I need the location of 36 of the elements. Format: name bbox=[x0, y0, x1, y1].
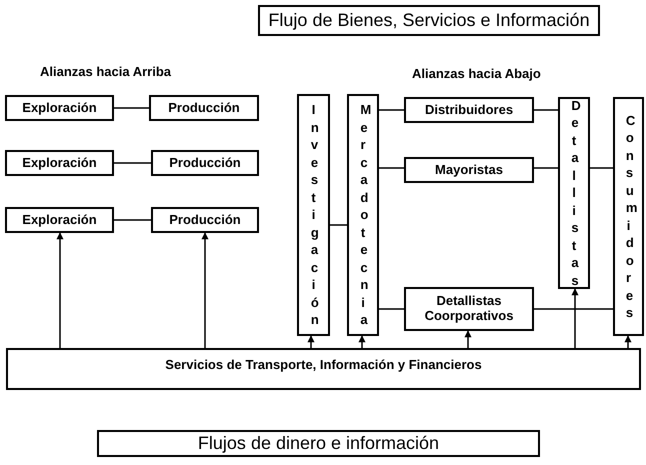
title-box: Flujo de Bienes, Servicios e Información bbox=[258, 5, 600, 36]
connector-line bbox=[534, 308, 613, 310]
section-heading: Alianzas hacia Arriba bbox=[40, 64, 172, 79]
connector-line bbox=[330, 224, 347, 226]
connector-line bbox=[379, 167, 404, 169]
process-box: Exploración bbox=[5, 150, 114, 176]
process-box: Detallistas Coorporativos bbox=[404, 287, 534, 331]
vertical-box: Mercadotecnia bbox=[347, 94, 379, 336]
connector-line bbox=[114, 162, 151, 164]
arrow bbox=[464, 330, 472, 348]
vertical-box: Detallistas bbox=[558, 97, 590, 289]
process-box: Producción bbox=[151, 207, 259, 233]
process-box: Mayoristas bbox=[404, 157, 534, 183]
vertical-box: Consumidores bbox=[613, 97, 644, 336]
connector-line bbox=[379, 308, 404, 310]
arrow bbox=[624, 335, 632, 348]
arrow bbox=[572, 288, 578, 348]
connector-line bbox=[114, 107, 149, 109]
section-heading: Alianzas hacia Abajo bbox=[412, 66, 541, 81]
connector-line bbox=[534, 167, 558, 169]
connector-line bbox=[534, 109, 558, 111]
process-box: Exploración bbox=[5, 207, 114, 233]
process-box: Producción bbox=[151, 150, 259, 176]
process-box: Distribuidores bbox=[404, 97, 534, 123]
connector-line bbox=[114, 219, 151, 221]
vertical-box: Investigación bbox=[297, 94, 330, 336]
connector-line bbox=[379, 109, 404, 111]
connector-line bbox=[590, 167, 613, 169]
services-bar: Servicios de Transporte, Información y Financieros bbox=[6, 348, 641, 390]
caption-box: Flujos de dinero e información bbox=[97, 430, 540, 457]
arrow bbox=[202, 232, 208, 348]
arrow bbox=[56, 232, 64, 348]
process-box: Producción bbox=[149, 95, 259, 121]
arrow bbox=[308, 335, 314, 348]
process-box: Exploración bbox=[5, 95, 114, 121]
arrow bbox=[358, 335, 366, 348]
